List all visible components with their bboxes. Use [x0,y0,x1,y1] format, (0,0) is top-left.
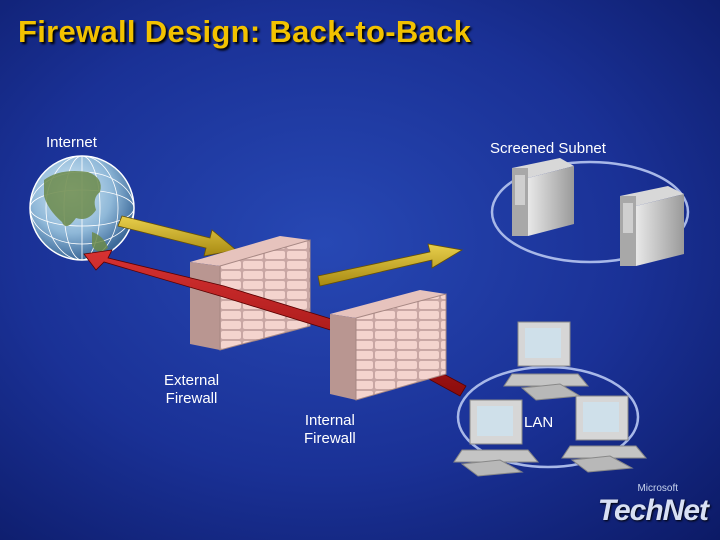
internal-firewall-label-line2: Firewall [304,430,356,447]
inbound-arrow-1 [117,215,237,257]
internet-label: Internet [46,134,97,151]
internal-firewall-label: Internal Firewall [304,412,356,448]
logo-brand: TechNet [597,494,709,527]
lan-ring [456,365,640,469]
technet-logo: Microsoft TechNet [597,483,709,528]
external-firewall-label-line1: External [164,372,220,389]
lan-label: LAN [524,414,554,431]
computer-icon-left [453,399,540,477]
slide-title: Firewall Design: Back-to-Back [18,14,472,49]
screened-subnet-label: Screened Subnet [490,140,606,157]
computer-icon-right [561,395,648,473]
external-firewall-label: External Firewall [164,372,219,408]
internal-firewall-icon [330,290,447,401]
external-firewall-label-line2: Firewall [165,390,218,407]
server-icon-1 [512,158,574,236]
screened-subnet-ring [490,160,690,264]
server-icon-2 [620,186,684,266]
inbound-arrow-2 [317,243,464,287]
logo-vendor: Microsoft [637,483,678,494]
globe-icon [29,155,135,261]
computer-icon-top [503,321,590,401]
internal-firewall-label-line1: Internal [304,412,355,429]
